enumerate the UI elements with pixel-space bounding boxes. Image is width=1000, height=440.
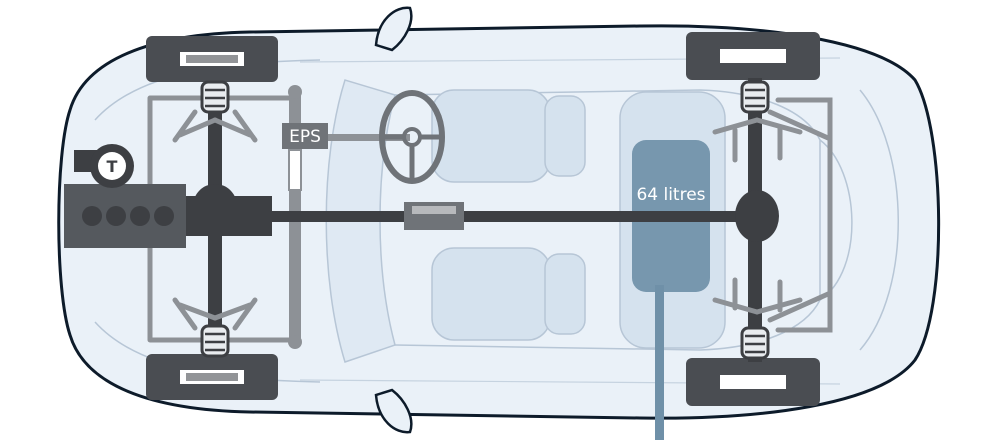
cylinder-1 [82,206,102,226]
mirror-bottom [374,388,413,434]
rear-window [819,139,853,301]
cylinder-3 [130,206,150,226]
front-seat-bottom [431,247,551,341]
tyre-rear-top [686,32,820,80]
front-seat-top-back [544,95,586,177]
trunk-line [859,89,899,351]
eps-label: EPS [289,127,321,147]
front-spring-top [200,80,230,114]
eps-label-box: EPS [282,123,328,149]
rear-spring-bottom [740,326,770,360]
front-spring-bottom [200,324,230,358]
cylinder-4 [154,206,174,226]
turbo-label: T [107,157,118,176]
front-seat-bottom-back [544,253,586,335]
tyres [146,32,820,406]
front-control-arms [172,109,258,331]
fuel-tank-capacity-label: 64 litres [636,185,705,205]
center-bearing [404,202,464,230]
steering-column [300,134,410,141]
front-seat-top [431,89,551,183]
rear-links [712,97,833,333]
tyre-rear-bottom [686,358,820,406]
steering-wheel-icon [379,90,445,184]
rear-axle [735,78,779,362]
rear-spring-top [740,80,770,114]
fuel-filler-pipe [655,285,664,440]
mirror-top [374,6,413,52]
cylinder-2 [106,206,126,226]
engine [64,184,272,248]
tyre-front-bottom [146,354,278,400]
propshaft [272,211,752,222]
turbocharger-icon [74,144,134,188]
tyre-front-top [146,36,278,82]
